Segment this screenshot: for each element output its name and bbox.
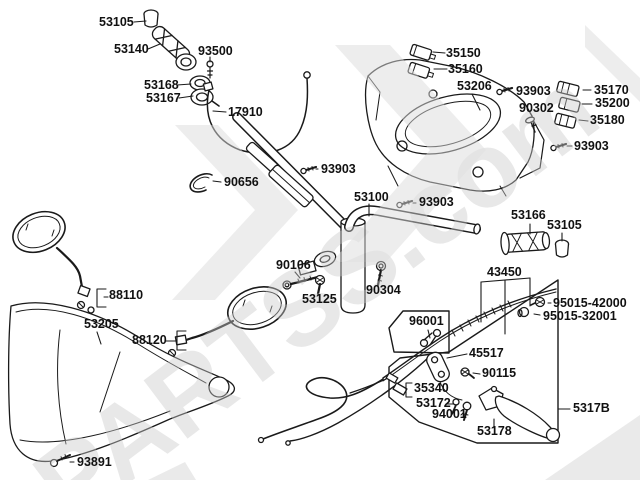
switch-35180-icon	[554, 112, 577, 129]
screw-93903-right-icon	[550, 142, 568, 152]
leader-lines	[69, 20, 593, 463]
brake-cable-43450	[257, 288, 557, 446]
handlebar-left-pipe	[232, 112, 355, 236]
front-cover-53205	[7, 302, 235, 463]
part-label-53205: 53205	[84, 317, 119, 331]
pin-53172-icon	[451, 398, 460, 415]
part-label-96001: 96001	[409, 314, 444, 328]
part-label-43450: 43450	[487, 265, 522, 279]
part-label-45517: 45517	[469, 346, 504, 360]
part-labels: 53105 53140 93500 53168 53167 17910 3515…	[77, 15, 630, 469]
part-label-53125: 53125	[302, 292, 337, 306]
part-label-53140: 53140	[114, 42, 149, 56]
part-label-35170: 35170	[594, 83, 629, 97]
clamp-53167	[190, 88, 220, 107]
part-label-35180: 35180	[590, 113, 625, 127]
switch-35170-icon	[556, 80, 580, 97]
part-label-90304: 90304	[366, 283, 401, 297]
part-label-35340: 35340	[414, 381, 449, 395]
watermark-corner-bottom-left	[148, 462, 196, 480]
part-label-88110: 88110	[109, 288, 143, 302]
part-label-93891: 93891	[77, 455, 112, 469]
band-90656	[189, 172, 213, 193]
bolt-94001-icon	[462, 401, 472, 421]
lever-bracket-53140	[151, 25, 197, 71]
part-label-53178: 53178	[477, 424, 512, 438]
clamp-96001-box	[388, 310, 450, 354]
part-label-95015-32001: 95015-32001	[543, 309, 617, 323]
grip-right-53166	[500, 231, 551, 256]
part-label-17910: 17910	[228, 105, 263, 119]
part-label-90115: 90115	[482, 366, 516, 380]
switch-35200-icon	[558, 96, 581, 113]
part-label-90656: 90656	[224, 175, 259, 189]
part-label-95015-42000: 95015-42000	[553, 296, 627, 310]
screw-53125-icon	[314, 274, 326, 296]
bracket-43450-lines	[480, 277, 531, 335]
part-label-53166: 53166	[511, 208, 546, 222]
screw-93903-cover-icon	[496, 86, 514, 96]
part-label-35160: 35160	[448, 62, 483, 76]
bolt-90106-icon	[282, 275, 320, 290]
part-label-5317B: 5317B	[573, 401, 610, 415]
watermark-corner-bottom-right	[545, 415, 640, 480]
part-label-93903-right: 93903	[574, 139, 609, 153]
mirror-right	[167, 286, 287, 358]
nut-95015-32001-icon	[517, 306, 530, 318]
screw-93500	[206, 60, 214, 79]
brake-lever-53178	[439, 381, 561, 443]
part-label-90106: 90106	[276, 258, 311, 272]
watermark-corner-top-right	[585, 25, 640, 102]
part-label-88120: 88120	[132, 333, 167, 347]
part-label-53172: 53172	[416, 396, 451, 410]
nut-95015-42000-icon	[530, 296, 546, 308]
switch-35150-icon	[409, 43, 437, 61]
part-label-93903-pipe: 93903	[321, 162, 356, 176]
part-label-93500: 93500	[198, 44, 233, 58]
part-label-53100: 53100	[354, 190, 389, 204]
screw-93891-icon	[49, 454, 71, 468]
screw-93903-pipe-icon	[300, 165, 318, 175]
grip-cap-right	[554, 239, 570, 258]
mirror-left	[12, 210, 107, 314]
bolt-90115-icon	[460, 367, 475, 379]
part-label-53105-left: 53105	[99, 15, 134, 29]
screw-90302-icon	[525, 116, 537, 133]
part-label-93903-cover: 93903	[516, 84, 551, 98]
screw-90304-icon	[375, 260, 387, 287]
part-label-94001: 94001	[432, 407, 467, 421]
guide-35340-icon	[349, 372, 413, 398]
part-label-53167: 53167	[146, 91, 181, 105]
part-label-93903-center: 93903	[419, 195, 454, 209]
grip-cap-left	[143, 9, 159, 28]
part-label-53206: 53206	[457, 79, 492, 93]
lever-holder-45517-icon	[426, 351, 450, 383]
part-label-35200: 35200	[595, 96, 630, 110]
part-label-90302: 90302	[519, 101, 554, 115]
part-label-53168: 53168	[144, 78, 179, 92]
lever-group-box	[388, 279, 559, 444]
watermark-swoosh-left	[172, 125, 298, 300]
part-label-35150: 35150	[446, 46, 481, 60]
watermark-swoosh-center	[332, 45, 486, 262]
part-label-53105-right: 53105	[547, 218, 582, 232]
